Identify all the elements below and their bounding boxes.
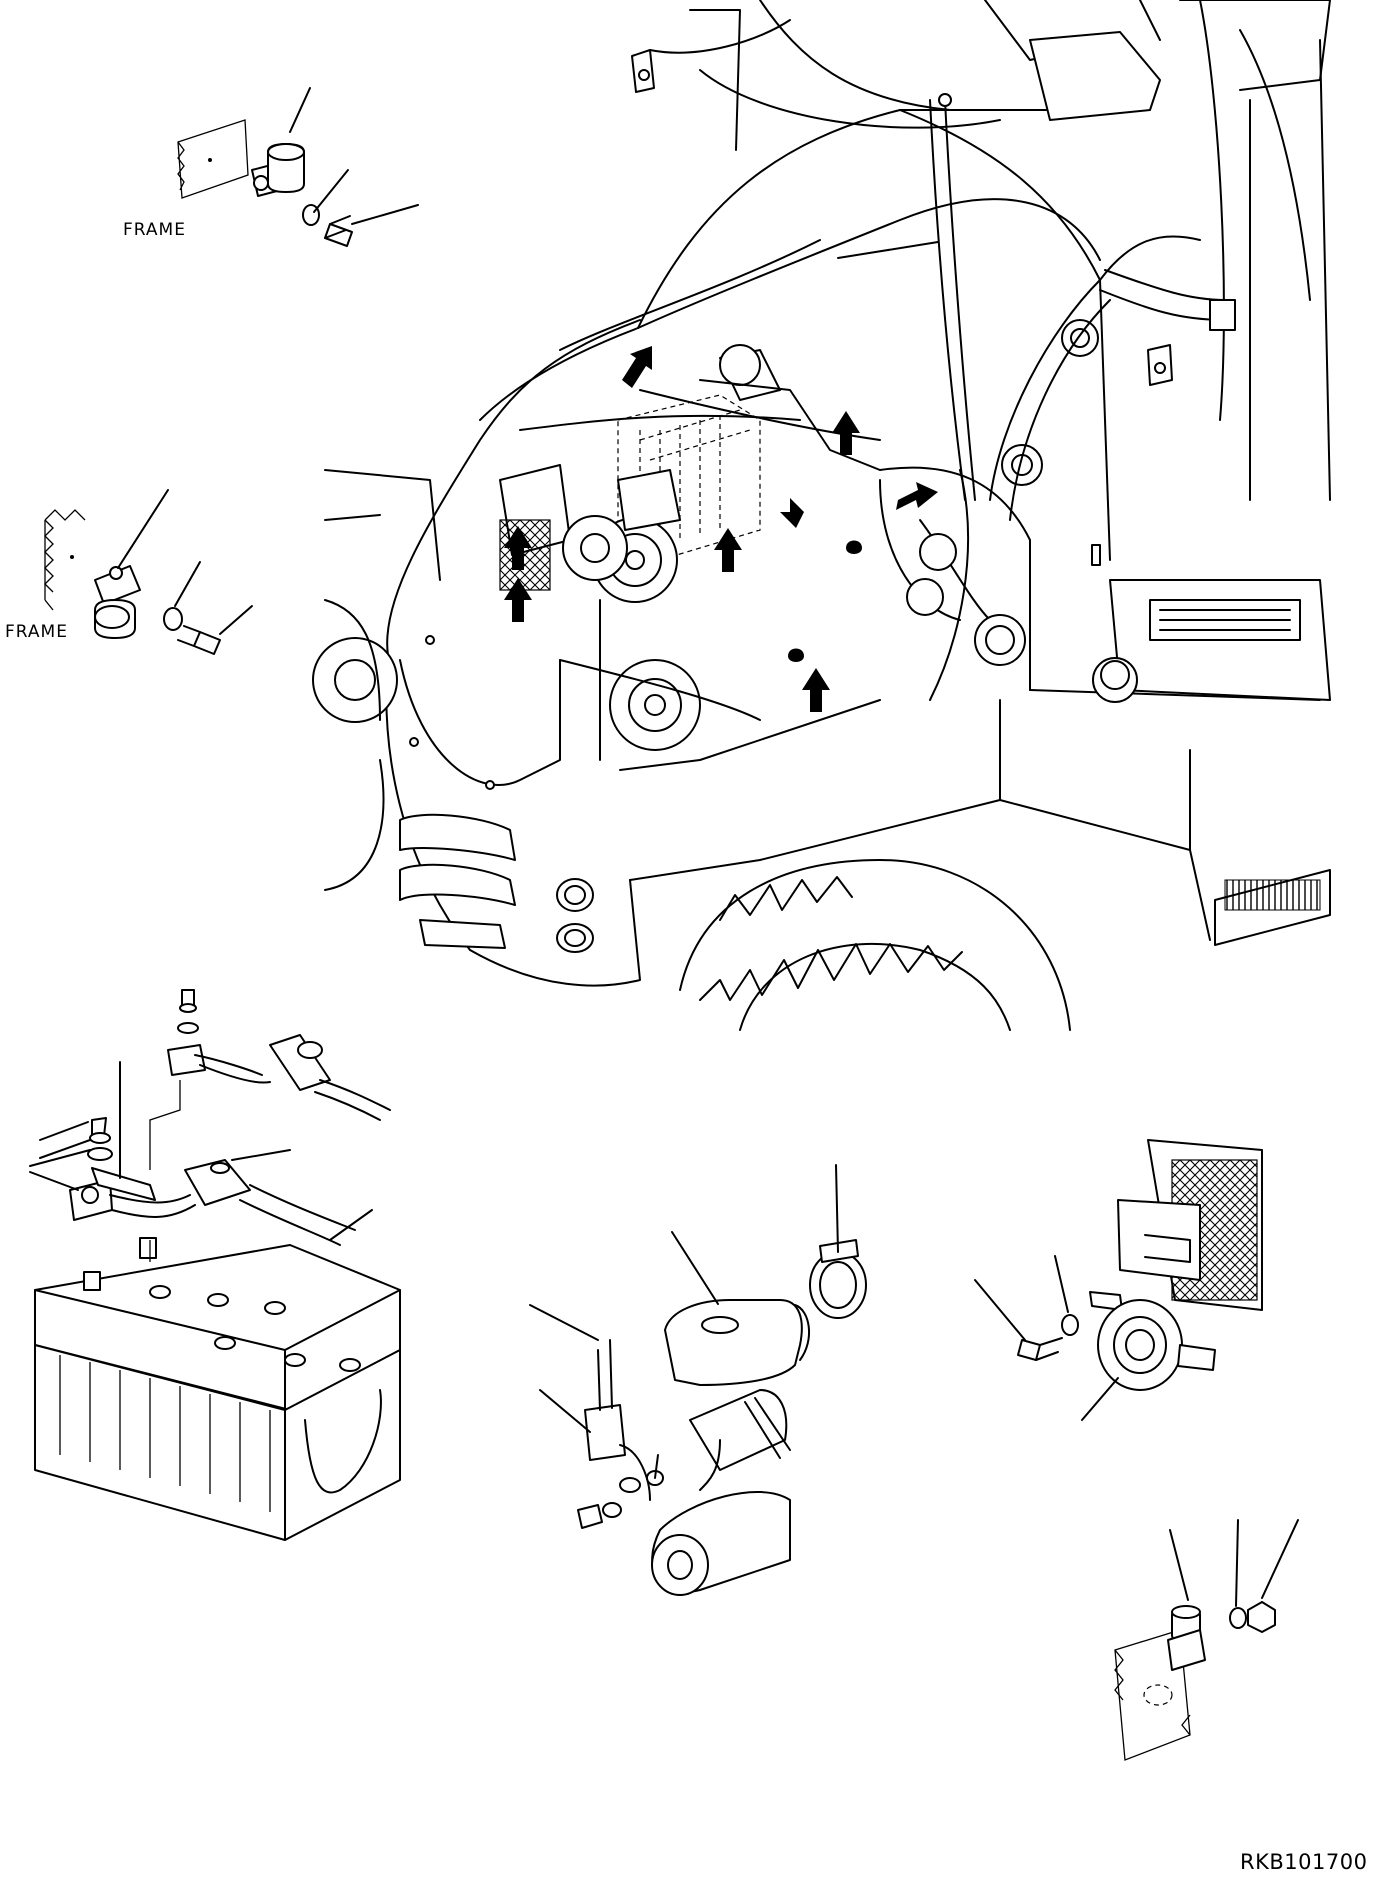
clamp-bracket xyxy=(251,143,305,197)
frame-clamp-detail-top xyxy=(177,87,419,247)
bolt xyxy=(324,215,353,247)
frame-label-top: FRAME xyxy=(123,220,186,240)
leader-line xyxy=(1081,1377,1119,1421)
leader-line xyxy=(1261,1519,1299,1599)
leader-line xyxy=(1054,1255,1069,1313)
leader-line xyxy=(39,1121,89,1141)
leader-line xyxy=(329,1209,373,1241)
nut xyxy=(1247,1601,1276,1633)
battery-caps xyxy=(149,1285,361,1372)
leader-line xyxy=(174,561,201,607)
washer xyxy=(1229,1607,1247,1629)
leader-line xyxy=(1235,1519,1239,1607)
frame-label-mid: FRAME xyxy=(5,622,68,642)
leader-line xyxy=(654,1454,659,1479)
washer xyxy=(1061,1314,1079,1336)
leader-line xyxy=(313,169,349,213)
leader-line xyxy=(837,241,939,259)
leader-line xyxy=(29,1171,79,1191)
clamp-detail-bottom xyxy=(1114,1519,1299,1761)
drawing-code: RKB101700 xyxy=(1240,1850,1368,1874)
washer xyxy=(163,607,183,631)
bolt xyxy=(1017,1337,1063,1361)
callout-arrows xyxy=(504,346,938,712)
horn xyxy=(1089,1291,1216,1391)
frame-clamp-detail-mid xyxy=(44,489,253,655)
leader-line xyxy=(671,1231,719,1305)
clamp-bracket xyxy=(94,565,141,639)
leader-line xyxy=(835,1164,839,1253)
leader-line xyxy=(39,1139,91,1159)
leader-line xyxy=(289,87,311,133)
leader-line xyxy=(1169,1529,1189,1601)
machine-overview xyxy=(312,0,1331,1031)
leader-line xyxy=(974,1279,1026,1341)
leader-line xyxy=(29,1149,91,1167)
leader-line xyxy=(539,1389,591,1433)
horn-detail xyxy=(974,1139,1263,1421)
leader-line xyxy=(529,1304,599,1341)
leader-line xyxy=(351,204,419,225)
leader-line xyxy=(117,489,169,569)
battery-detail xyxy=(29,989,401,1541)
leader-line xyxy=(219,605,253,635)
bolt xyxy=(177,625,221,655)
leader-line xyxy=(231,1149,291,1161)
starter-detail xyxy=(529,1164,867,1596)
